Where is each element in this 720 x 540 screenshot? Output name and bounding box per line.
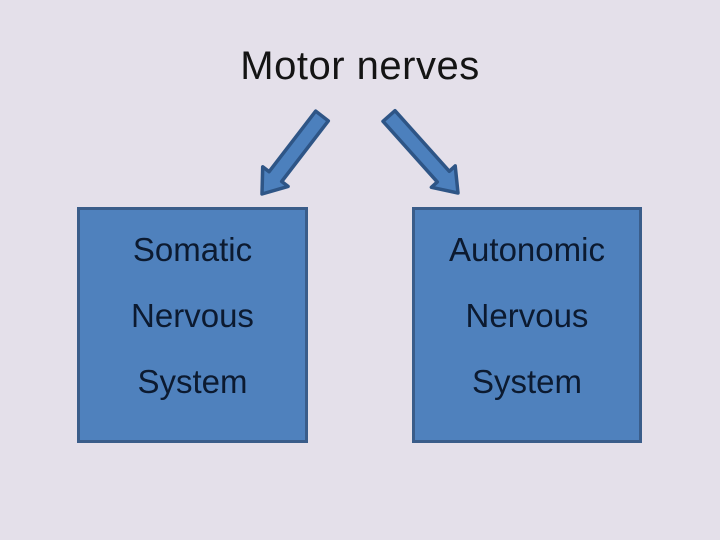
somatic-nervous-system-box: Somatic Nervous System <box>77 207 308 443</box>
box-line: Nervous <box>465 297 589 334</box>
box-line: Autonomic <box>449 231 605 268</box>
arrow-down-right-icon <box>381 108 460 195</box>
arrow-down-left-icon <box>260 109 331 196</box>
box-line: System <box>471 363 583 400</box>
autonomic-nervous-system-box: Autonomic Nervous System <box>412 207 642 443</box>
box-line: Nervous <box>131 297 254 334</box>
box-line: Somatic <box>132 231 253 268</box>
slide-title: Motor nerves <box>240 44 480 88</box>
box-line: System <box>137 363 248 400</box>
